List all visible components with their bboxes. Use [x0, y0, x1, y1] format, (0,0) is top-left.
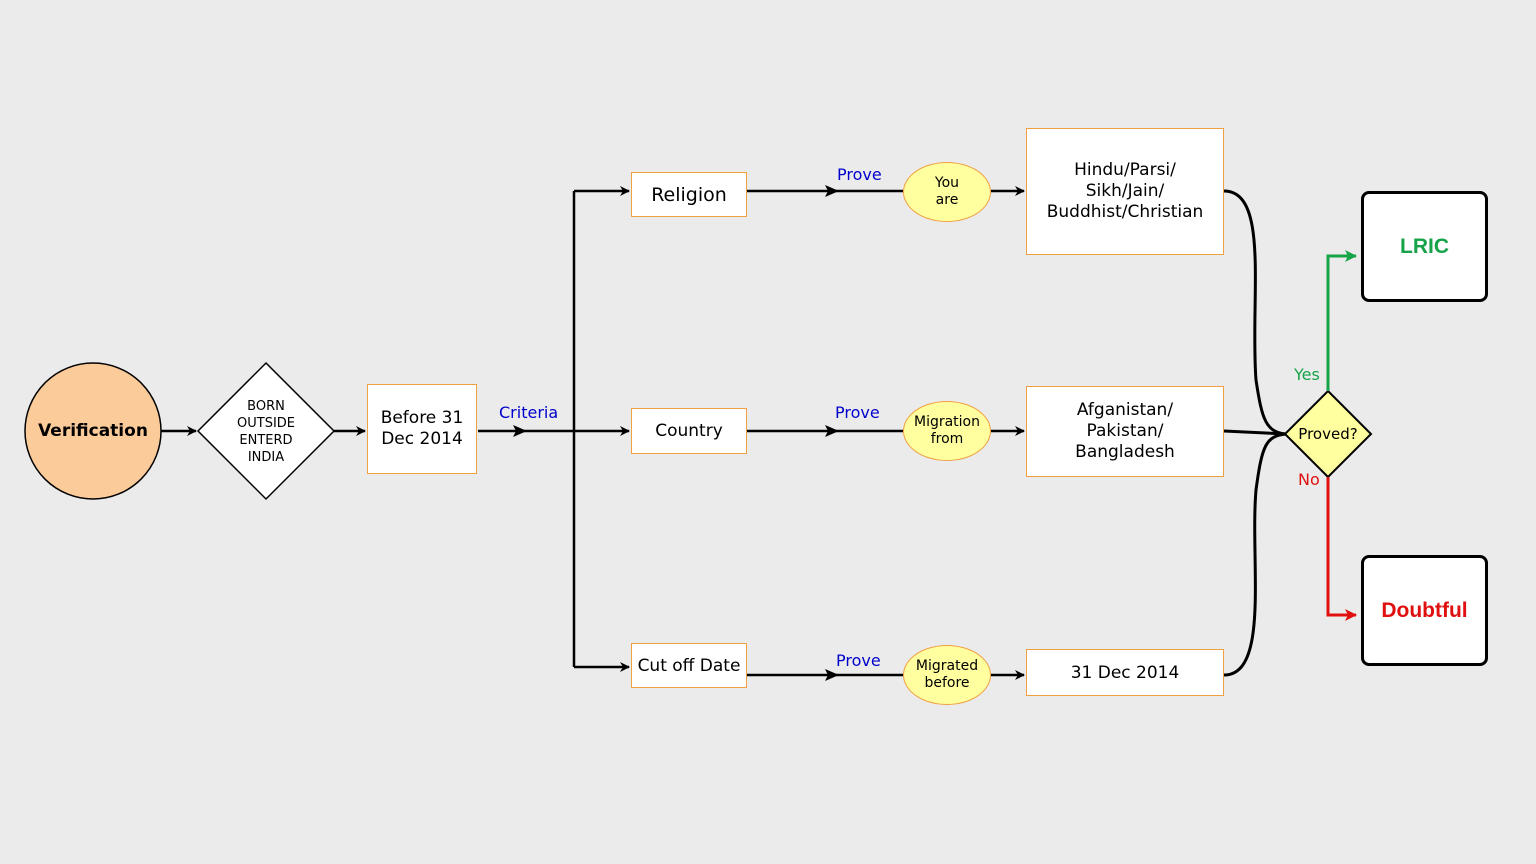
yes-label: Yes	[1294, 365, 1320, 384]
prove-label-religion: Prove	[837, 165, 882, 184]
criterion-religion-box: Religion	[631, 172, 747, 217]
criteria-arrowhead	[513, 425, 527, 437]
born-outside-label: BORN OUTSIDE ENTERD INDIA	[215, 398, 317, 466]
criteria-label: Criteria	[499, 403, 559, 422]
no-label: No	[1298, 470, 1320, 489]
merge-line-country	[1223, 429, 1287, 436]
no-path	[1326, 477, 1357, 621]
value-cutoff-date-box: 31 Dec 2014	[1026, 649, 1224, 696]
prove-arrowhead-2	[825, 425, 839, 437]
merge-curve-religion	[1223, 189, 1287, 436]
outcome-lric-box: LRIC	[1361, 191, 1488, 302]
proved-label: Proved?	[1298, 425, 1358, 443]
criterion-country-box: Country	[631, 408, 747, 454]
born-line-2: OUTSIDE	[237, 416, 295, 431]
qualifier-migration-from: Migration from	[903, 401, 991, 461]
qualifier-migrated-before: Migrated before	[903, 645, 991, 705]
born-line-3: ENTERD	[239, 433, 293, 448]
outcome-doubtful-box: Doubtful	[1361, 555, 1488, 666]
yes-path	[1326, 250, 1357, 391]
born-line-1: BORN	[247, 399, 285, 414]
prove-arrowhead-3	[825, 669, 839, 681]
prove-arrowhead-1	[825, 185, 839, 197]
prove-label-cutoff: Prove	[836, 651, 881, 670]
qualifier-you-are: You are	[903, 162, 991, 222]
criterion-cutoff-date-box: Cut off Date	[631, 643, 747, 688]
before-date-box: Before 31 Dec 2014	[367, 384, 477, 474]
born-line-4: INDIA	[247, 450, 285, 465]
value-countries-box: Afganistan/ Pakistan/ Bangladesh	[1026, 386, 1224, 477]
value-religions-box: Hindu/Parsi/ Sikh/Jain/ Buddhist/Christi…	[1026, 128, 1224, 255]
prove-label-country: Prove	[835, 403, 880, 422]
merge-curve-cutoff	[1223, 432, 1287, 677]
start-label: Verification	[38, 421, 148, 441]
born-outside-decision	[196, 361, 336, 501]
